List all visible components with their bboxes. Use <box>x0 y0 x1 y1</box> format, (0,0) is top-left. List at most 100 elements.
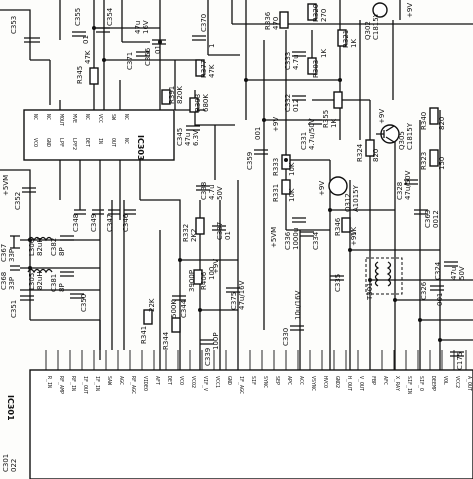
svg-text:01: 01 <box>154 45 162 54</box>
svg-text:R331: R331 <box>272 184 280 202</box>
svg-text:8P: 8P <box>58 283 66 292</box>
svg-text:022: 022 <box>10 459 18 472</box>
svg-text:C1815Y: C1815Y <box>372 12 380 40</box>
r324-body <box>365 139 375 157</box>
svg-text:82uH: 82uH <box>36 271 44 290</box>
c347-plates <box>108 209 120 215</box>
ic301-pin-label: ACC <box>298 376 304 385</box>
svg-text:R323: R323 <box>420 152 428 170</box>
svg-text:01: 01 <box>82 35 90 44</box>
c371-plates <box>136 51 150 57</box>
svg-text:C324: C324 <box>434 261 442 280</box>
ic301-pin-label: SAW <box>106 376 112 386</box>
svg-text:100P: 100P <box>212 332 220 350</box>
c345-plates <box>186 125 200 131</box>
svg-text:R355: R355 <box>322 110 330 128</box>
ic301-pin-label: V_OUT <box>358 376 364 391</box>
svg-text:1K: 1K <box>330 119 338 128</box>
ic303-pin-label: VCC <box>97 114 103 123</box>
svg-text:C349: C349 <box>90 214 98 232</box>
c354-plates <box>96 27 110 33</box>
svg-text:C337: C337 <box>216 222 224 240</box>
svg-text:L305: L305 <box>28 273 36 290</box>
r320-body <box>307 3 317 21</box>
ic301-pin-label: VSYNC <box>310 376 316 391</box>
svg-text:16V: 16V <box>142 20 150 34</box>
ic301-pin-label: VIDEO <box>142 376 148 391</box>
ic301-pin-label: VCC2 <box>454 376 460 388</box>
t301-transformer <box>365 257 403 295</box>
ic303-pin-label: IN <box>97 138 103 144</box>
ic301-pin-label: VOL <box>442 376 448 385</box>
ic301-chip: IC301 <box>6 369 473 479</box>
c335-plates <box>330 275 344 281</box>
ic301-pin-label: DET <box>166 376 172 385</box>
svg-text:R377: R377 <box>200 60 208 78</box>
svg-text:C354: C354 <box>106 7 114 26</box>
svg-text:C382: C382 <box>50 238 58 256</box>
svg-text:33P: 33P <box>8 277 16 290</box>
svg-text:C367: C367 <box>0 244 8 262</box>
svg-text:C350: C350 <box>80 294 88 312</box>
svg-text:4.7u: 4.7u <box>208 184 216 200</box>
ic301-pin-label: SIF_IN <box>406 376 412 394</box>
svg-text:1K: 1K <box>320 49 328 58</box>
r323-body <box>429 149 439 167</box>
svg-text:C175: C175 <box>456 352 464 370</box>
svg-text:C346: C346 <box>122 213 130 232</box>
r345-body <box>89 67 99 85</box>
svg-text:C301: C301 <box>2 454 10 472</box>
c356-plates <box>152 39 166 45</box>
capacitors <box>10 27 464 357</box>
c349-plates <box>92 209 104 215</box>
r391-body <box>161 89 171 105</box>
svg-text:T301: T301 <box>366 282 374 301</box>
l305-coil <box>27 268 53 274</box>
ic301-pin-label: VCC1 <box>214 376 220 388</box>
r331-body <box>281 179 291 195</box>
r303-body <box>307 57 317 75</box>
svg-text:C355: C355 <box>74 8 82 26</box>
svg-text:+9V: +9V <box>212 259 220 274</box>
c175-plates <box>450 351 464 357</box>
c367-plates <box>10 235 20 249</box>
svg-text:1000u: 1000u <box>292 228 300 250</box>
svg-text:6.3V: 6.3V <box>192 130 200 146</box>
svg-text:C326: C326 <box>420 281 428 300</box>
svg-text:47u/50V: 47u/50V <box>404 170 412 200</box>
ic301-pin-label: IF_OUT <box>82 376 88 394</box>
svg-text:R333: R333 <box>272 158 280 176</box>
r336-body <box>279 11 289 29</box>
svg-text:680K: 680K <box>202 94 210 112</box>
r355-body <box>333 91 343 109</box>
svg-text:C356: C356 <box>144 47 152 66</box>
svg-text:C375: C375 <box>230 292 238 310</box>
svg-text:47u/16V: 47u/16V <box>238 280 246 310</box>
svg-text:47K: 47K <box>84 50 92 64</box>
ic303-pin-label: VCO <box>32 138 38 147</box>
ic301-pin-label: RF_AMP <box>58 376 64 394</box>
l306-coil <box>27 236 53 242</box>
ic301-pin-label: DEEMP <box>430 376 436 391</box>
svg-text:C338: C338 <box>200 182 208 200</box>
c330-plates <box>290 325 304 331</box>
c351-plates <box>20 295 34 301</box>
c375-plates <box>226 287 240 293</box>
svg-text:R303: R303 <box>312 60 320 78</box>
ic303-pin-label: SW <box>110 114 116 121</box>
svg-text:R320: R320 <box>312 4 320 22</box>
svg-text:50V: 50V <box>216 186 224 200</box>
ic301-pin-label: AFC <box>382 376 388 385</box>
svg-text:10K: 10K <box>288 162 296 176</box>
svg-text:C344: C344 <box>180 299 188 318</box>
svg-text:R406: R406 <box>200 271 208 290</box>
ic303-pin-label: LPF <box>58 138 64 147</box>
ic301-pin-label: IF_AGC <box>238 376 244 394</box>
q302-symbol <box>372 2 388 18</box>
svg-text:01: 01 <box>224 231 232 240</box>
svg-text:C351: C351 <box>10 300 18 318</box>
c350-plates <box>70 293 84 299</box>
ic301-pin-label: SYNC <box>262 376 268 388</box>
